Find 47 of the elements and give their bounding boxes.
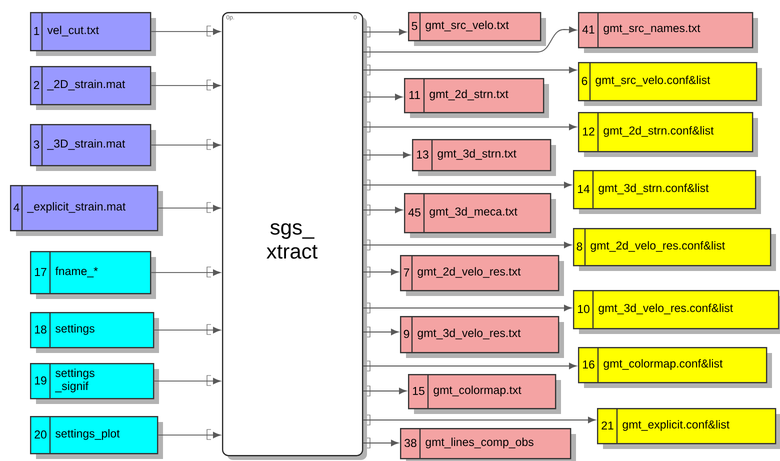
arrow bbox=[154, 326, 221, 334]
file-box: 15 gmt_colormap.txt bbox=[408, 374, 561, 414]
arrow bbox=[150, 82, 221, 89]
arrow bbox=[362, 206, 403, 214]
arrow bbox=[362, 182, 572, 188]
file-box: 3 _3D_strain.mat bbox=[30, 124, 156, 171]
file-box: 12 gmt_2d_strn.conf&list bbox=[578, 112, 758, 157]
file-box: 11 gmt_2d_strn.txt bbox=[404, 78, 549, 118]
arrow bbox=[362, 268, 399, 276]
arrow bbox=[362, 124, 577, 130]
file-box: 21 gmt_explicit.conf&list bbox=[597, 408, 780, 449]
arrow bbox=[362, 388, 407, 394]
file-box: 14 gmt_3d_strn.conf&list bbox=[573, 170, 761, 214]
arrow bbox=[150, 28, 221, 35]
file-box: 1 vel_cut.txt bbox=[30, 12, 156, 56]
arrow bbox=[362, 416, 596, 424]
file-box: 10 gmt_3d_velo_res.conf&list bbox=[573, 290, 780, 334]
file-box: 5 gmt_src_velo.txt bbox=[408, 12, 546, 46]
file-box: 6 gmt_src_velo.conf&list bbox=[578, 62, 762, 106]
arrow bbox=[150, 269, 221, 276]
file-box: 13 gmt_3d_strn.txt bbox=[412, 139, 556, 176]
file-box: 7 gmt_2d_velo_res.txt bbox=[400, 255, 564, 296]
arrow bbox=[362, 328, 399, 336]
arrow bbox=[154, 378, 221, 384]
arrow bbox=[158, 432, 221, 438]
file-box: 17 fname_* bbox=[30, 251, 156, 299]
file-box: 20 settings_plot bbox=[30, 416, 163, 459]
file-box: 38 gmt_lines_comp_obs bbox=[400, 428, 576, 461]
arrow bbox=[362, 28, 407, 36]
arrow bbox=[362, 362, 577, 370]
arrow bbox=[362, 26, 577, 52]
file-box: 2 _2D_strain.mat bbox=[30, 66, 156, 110]
file-box: 41 gmt_src_names.txt bbox=[578, 12, 758, 53]
arrow bbox=[362, 66, 577, 74]
file-box: 16 gmt_colormap.conf&list bbox=[578, 347, 772, 388]
file-box: 8 gmt_2d_velo_res.conf&list bbox=[573, 228, 776, 271]
file-box: 18 settings bbox=[30, 312, 159, 353]
file-box: 9 gmt_3d_velo_res.txt bbox=[400, 316, 564, 358]
arrow bbox=[362, 152, 411, 158]
arrow bbox=[362, 440, 399, 446]
file-box: 45 gmt_3d_meca.txt bbox=[404, 193, 556, 238]
arrow bbox=[362, 242, 572, 248]
arrow bbox=[362, 304, 572, 312]
arrow bbox=[158, 204, 221, 212]
arrow bbox=[362, 94, 403, 100]
file-box: 4 _explicit_strain.mat bbox=[10, 185, 163, 236]
arrow bbox=[150, 142, 221, 148]
